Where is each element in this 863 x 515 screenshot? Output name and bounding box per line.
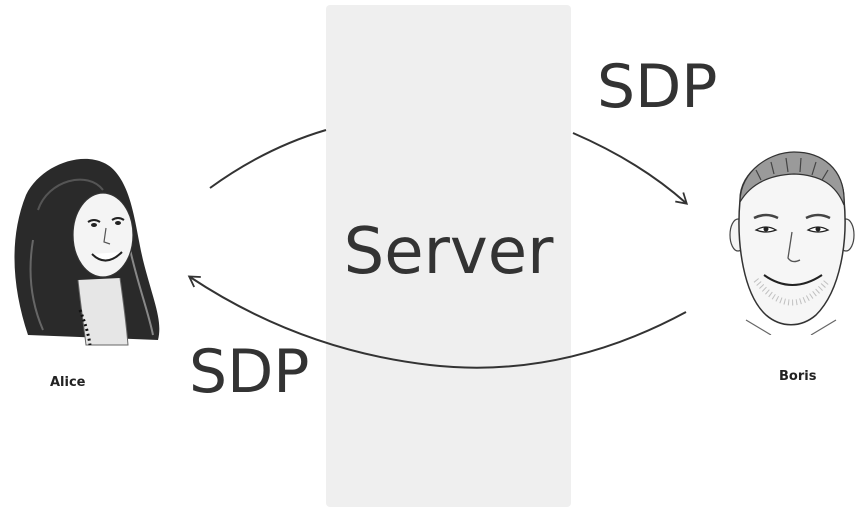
boris-avatar	[729, 151, 855, 335]
arrow-alice-to-server	[209, 129, 327, 189]
sdp-label-top: SDP	[597, 52, 718, 122]
boris-name: Boris	[779, 369, 817, 384]
arrow-boris-to-alice	[187, 275, 687, 369]
server-label: Server	[343, 215, 554, 289]
alice-name: Alice	[50, 375, 86, 390]
arrow-server-to-boris	[572, 132, 689, 205]
alice-avatar	[14, 158, 160, 346]
sdp-label-bottom: SDP	[189, 337, 310, 407]
server-box	[326, 5, 571, 507]
